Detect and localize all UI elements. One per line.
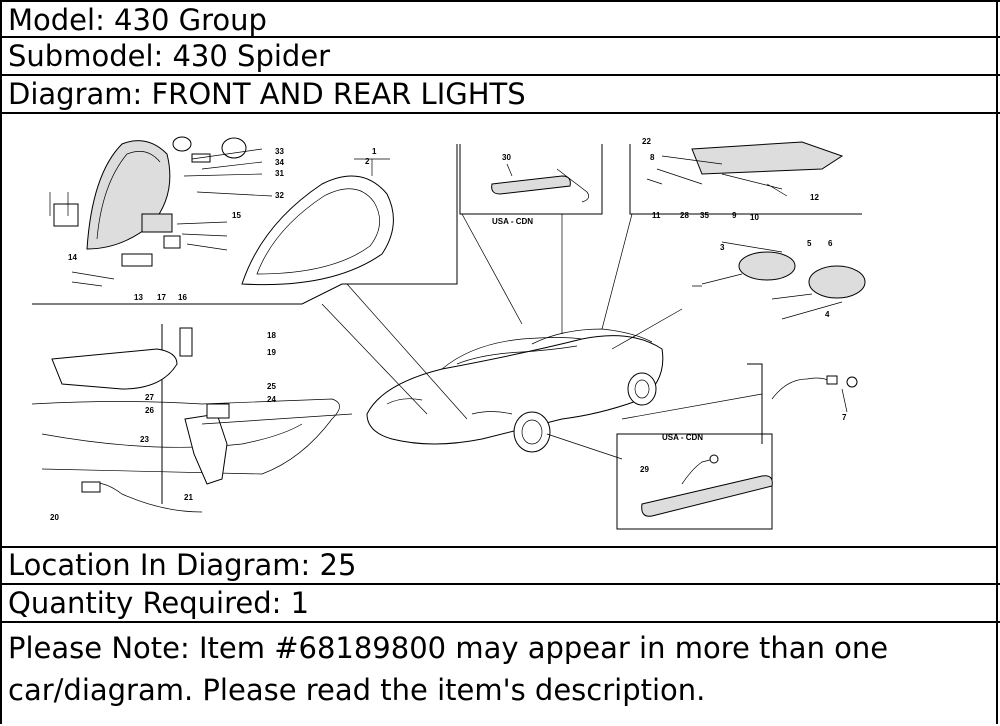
region-border-usa-bottom: [616, 433, 773, 530]
third-brake-light-top: [491, 163, 589, 203]
callout-35: 35: [700, 211, 709, 220]
callout-5: 5: [807, 239, 812, 248]
region-border-usa-top: [459, 144, 603, 215]
callout-21: 21: [184, 493, 193, 502]
callout-26: 26: [145, 406, 154, 415]
callout-14: 14: [68, 253, 77, 262]
callout-27: 27: [145, 393, 154, 402]
submodel-field: Submodel: 430 Spider: [0, 38, 1000, 76]
callout-34: 34: [275, 158, 284, 167]
callout-1: 1: [372, 147, 377, 156]
callout-24: 24: [267, 395, 276, 404]
callout-33: 33: [275, 147, 284, 156]
note-text: Please Note: Item #68189800 may appear i…: [8, 631, 889, 707]
car-illustration: [366, 328, 664, 453]
callout-8: 8: [650, 153, 655, 162]
callout-13: 13: [134, 293, 143, 302]
callout-2: 2: [365, 157, 370, 166]
callout-3: 3: [720, 243, 725, 252]
quantity-field: Quantity Required: 1: [0, 585, 1000, 623]
region-border-rear: [629, 144, 862, 215]
callout-11: 11: [652, 211, 661, 220]
callout-23: 23: [140, 435, 149, 444]
location-field: Location In Diagram: 25: [0, 547, 1000, 585]
side-indicator-lamps: [692, 241, 866, 320]
callout-9: 9: [732, 211, 737, 220]
callout-12: 12: [810, 193, 819, 202]
callout-20: 20: [50, 513, 59, 522]
callout-15: 15: [232, 211, 241, 220]
callout-10: 10: [750, 213, 759, 222]
callout-4: 4: [825, 310, 830, 319]
lamp-lens: [241, 158, 394, 286]
callout-30: 30: [502, 153, 511, 162]
callout-16: 16: [178, 293, 187, 302]
callout-28: 28: [680, 211, 689, 220]
callout-18: 18: [267, 331, 276, 340]
sensor-cable: [771, 375, 858, 413]
callout-31: 31: [275, 169, 284, 178]
region-border-headlight: [32, 144, 458, 305]
region-border-sensor: [747, 363, 763, 444]
region-label-usa-bottom: USA - CDN: [662, 433, 703, 442]
parts-diagram: USA - CDN USA - CDN 1 2 3 4 5 6 7 8 9 10…: [2, 114, 998, 548]
callout-19: 19: [267, 348, 276, 357]
callout-7: 7: [842, 413, 847, 422]
diagram-title: Diagram: FRONT AND REAR LIGHTS: [0, 76, 1000, 114]
callout-17: 17: [157, 293, 166, 302]
callout-22: 22: [642, 137, 651, 146]
model-field: Model: 430 Group: [0, 0, 1000, 38]
callout-29: 29: [640, 465, 649, 474]
rear-light-bar: [646, 141, 844, 197]
front-bumper-assembly: [31, 327, 340, 513]
callout-6: 6: [828, 239, 833, 248]
callout-32: 32: [275, 191, 284, 200]
region-label-usa-top: USA - CDN: [492, 217, 533, 226]
third-brake-light-bottom: [641, 454, 773, 517]
callout-25: 25: [267, 382, 276, 391]
headlight-assembly: [49, 136, 273, 287]
leader-lines: [201, 213, 763, 460]
